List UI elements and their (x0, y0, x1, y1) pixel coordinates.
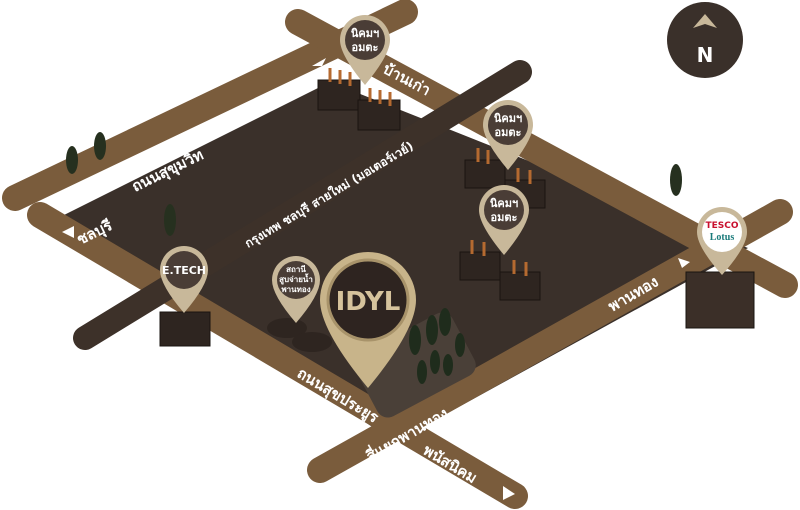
svg-text:อมตะ: อมตะ (491, 211, 518, 224)
road-motorway (73, 60, 532, 350)
svg-text:อมตะ: อมตะ (352, 41, 379, 54)
land-area (58, 82, 748, 442)
svg-text:สถานี: สถานี (286, 264, 306, 274)
arrow-icon (312, 58, 326, 66)
tesco-building-icon (685, 271, 755, 329)
tree-icon (164, 204, 176, 236)
svg-text:Lotus: Lotus (710, 232, 735, 243)
svg-text:TESCO: TESCO (705, 221, 738, 231)
svg-text:N: N (697, 43, 714, 67)
arrow-icon (503, 486, 515, 500)
water-tank-icon (292, 332, 332, 352)
svg-text:นิคมฯ: นิคมฯ (494, 112, 522, 125)
pin-idyl[interactable]: IDYL (320, 252, 416, 388)
tree-icon (670, 164, 682, 196)
pin-amata-2[interactable]: นิคมฯ อมตะ (483, 100, 533, 170)
svg-text:อมตะ: อมตะ (495, 126, 522, 139)
road-phan-thong (307, 199, 793, 483)
arrow-icon (678, 258, 690, 268)
etech-building-icon (159, 311, 211, 347)
factory-icon (357, 99, 401, 131)
factory-icon (317, 79, 361, 111)
idyl-logo: IDYL (336, 287, 401, 317)
factory-icon (499, 271, 541, 301)
compass-icon: N (667, 2, 743, 78)
tree-icon (94, 132, 106, 160)
svg-text:พานทอง: พานทอง (281, 285, 310, 294)
pin-amata-3[interactable]: นิคมฯ อมตะ (479, 185, 529, 255)
tree-icon (66, 146, 78, 174)
pin-tesco-lotus[interactable]: TESCO Lotus (697, 207, 747, 275)
pin-etech[interactable]: E.TECH (160, 246, 208, 313)
water-tank-icon (267, 318, 307, 338)
svg-text:นิคมฯ: นิคมฯ (351, 27, 379, 40)
svg-text:นิคมฯ: นิคมฯ (490, 197, 518, 210)
idyl-plot (354, 312, 476, 418)
svg-text:E.TECH: E.TECH (162, 264, 206, 277)
svg-text:สูบจ่ายน้ำ: สูบจ่ายน้ำ (279, 273, 313, 285)
factory-icon (464, 159, 506, 189)
arrow-icon (62, 226, 74, 238)
pin-amata-1[interactable]: นิคมฯ อมตะ (340, 15, 390, 85)
factory-icon (459, 251, 501, 281)
road-sukprayoon (27, 202, 528, 509)
pin-water-station[interactable]: สถานี สูบจ่ายน้ำ พานทอง (272, 256, 320, 323)
